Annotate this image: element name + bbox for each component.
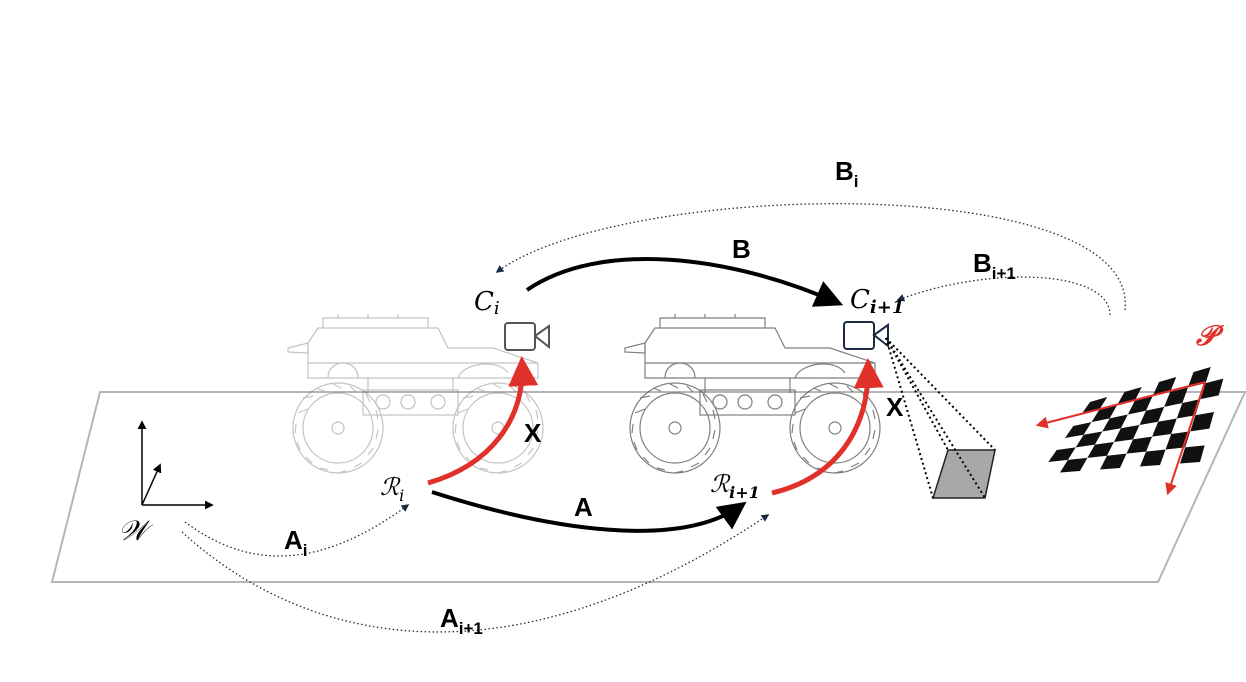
transform-a-arrow	[431, 490, 747, 533]
checkerboard-square	[1075, 431, 1103, 448]
world-frame-label: 𝒲	[118, 514, 154, 547]
camera-icon	[504, 322, 550, 351]
checkerboard-square	[1113, 425, 1140, 442]
checkerboard-square	[1127, 396, 1153, 415]
checkerboard-square	[1100, 453, 1127, 470]
checkerboard-square	[1164, 387, 1188, 407]
checkerboard-square	[1060, 457, 1088, 473]
transform-x-left-arrow	[427, 356, 539, 486]
checkerboard-square	[1139, 406, 1165, 425]
transform-b-i1-label: Bi+1	[973, 248, 1016, 283]
checkerboard-square	[1091, 405, 1118, 423]
robot-i-label: ℛi	[380, 473, 404, 505]
checkerboard-square	[1048, 447, 1076, 462]
transform-b-arrow	[525, 257, 844, 307]
camera-icon	[843, 321, 889, 350]
transform-a-label: A	[574, 492, 593, 522]
checkerboard-square	[1140, 449, 1166, 467]
checkerboard-square	[1126, 436, 1153, 454]
checkerboard-square	[1102, 414, 1128, 432]
camera-i-label: Ci	[474, 287, 500, 319]
checkerboard-square	[1081, 397, 1108, 414]
checkerboard-square	[1180, 445, 1205, 464]
transform-b-i-arrow	[495, 203, 1126, 311]
checkerboard-square	[1087, 442, 1114, 458]
frustum-icon	[885, 337, 996, 499]
checkerboard-square	[1190, 412, 1214, 432]
transform-x-left-label: X	[524, 418, 542, 448]
pattern-label: 𝒫	[1195, 319, 1224, 352]
transform-b-i1-arrow	[896, 276, 1111, 316]
checkerboard-pattern-icon	[1035, 367, 1224, 496]
transform-b-label: B	[732, 234, 751, 264]
transform-x-right-arrow	[771, 358, 884, 496]
transform-b-i-label: Bi	[835, 156, 859, 191]
transform-a-i1-arrow	[181, 514, 770, 633]
world-frame-axes	[137, 420, 214, 510]
checkerboard-square	[1152, 418, 1177, 437]
transform-a-i-label: Ai	[284, 525, 308, 560]
transform-a-i1-label: Ai+1	[440, 603, 483, 638]
ground-plane	[50, 391, 1246, 583]
robot-i1-label: ℛi+1	[710, 470, 760, 502]
checkerboard-square	[1065, 422, 1092, 438]
checkerboard-square	[1117, 387, 1142, 406]
transform-x-right-label: X	[886, 392, 904, 422]
checkerboard-square	[1200, 378, 1224, 400]
camera-i1-label: Ci+1	[850, 285, 904, 318]
